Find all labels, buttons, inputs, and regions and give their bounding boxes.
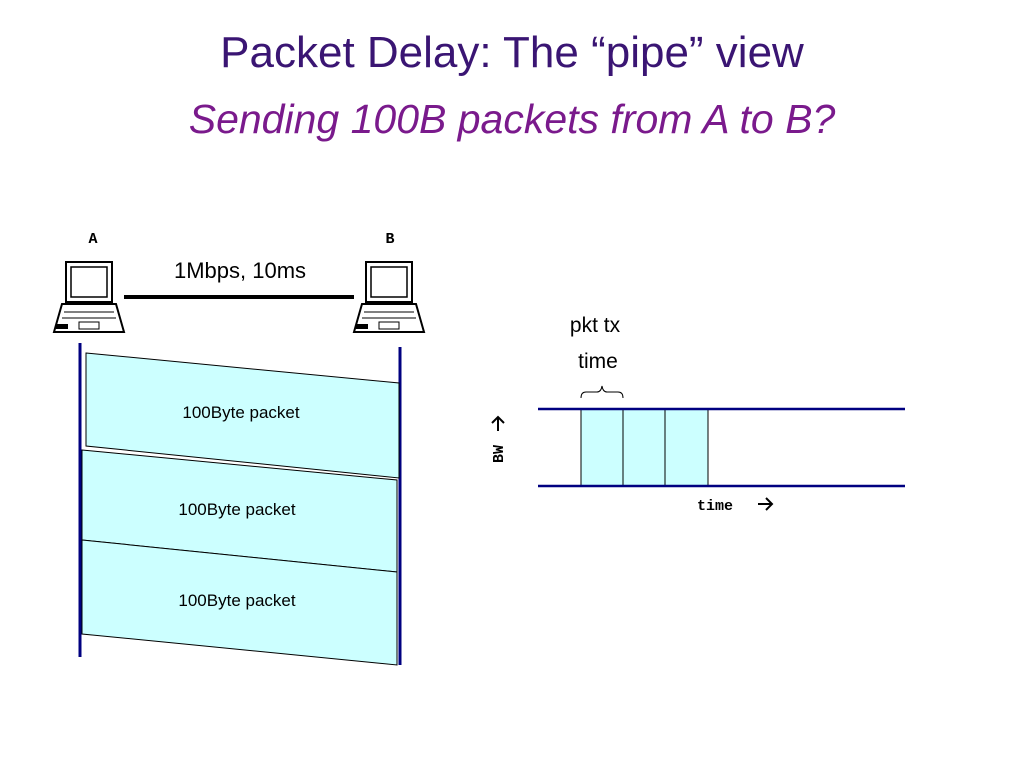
host-b-label: B (385, 231, 394, 248)
laptop-b-icon (353, 261, 425, 333)
page-subtitle: Sending 100B packets from A to B? (188, 96, 836, 142)
packet-1-label: 100Byte packet (182, 403, 299, 422)
packet-2-label: 100Byte packet (178, 500, 295, 519)
packet-1 (85, 352, 400, 479)
host-a-label: A (88, 231, 97, 248)
tx-time-brace (580, 385, 624, 399)
page-title: Packet Delay: The “pipe” view (220, 28, 804, 77)
bw-axis-label: BW (491, 445, 508, 463)
pipe-packet-1 (580, 408, 624, 487)
bw-axis-label-group: BW (491, 415, 508, 463)
packet-3-label: 100Byte packet (178, 591, 295, 610)
right-arrow-icon (758, 497, 774, 511)
link-label: 1Mbps, 10ms (174, 258, 306, 283)
pipe-packet-2 (622, 408, 666, 487)
tx-label-line2: time (578, 350, 618, 373)
tx-label-line1: pkt tx (570, 314, 621, 337)
laptop-a-icon (53, 261, 125, 333)
packet-3 (81, 539, 398, 666)
right-arrow-icon (491, 415, 505, 431)
time-axis-label: time (697, 498, 733, 515)
pipe-packet-3 (664, 408, 709, 487)
